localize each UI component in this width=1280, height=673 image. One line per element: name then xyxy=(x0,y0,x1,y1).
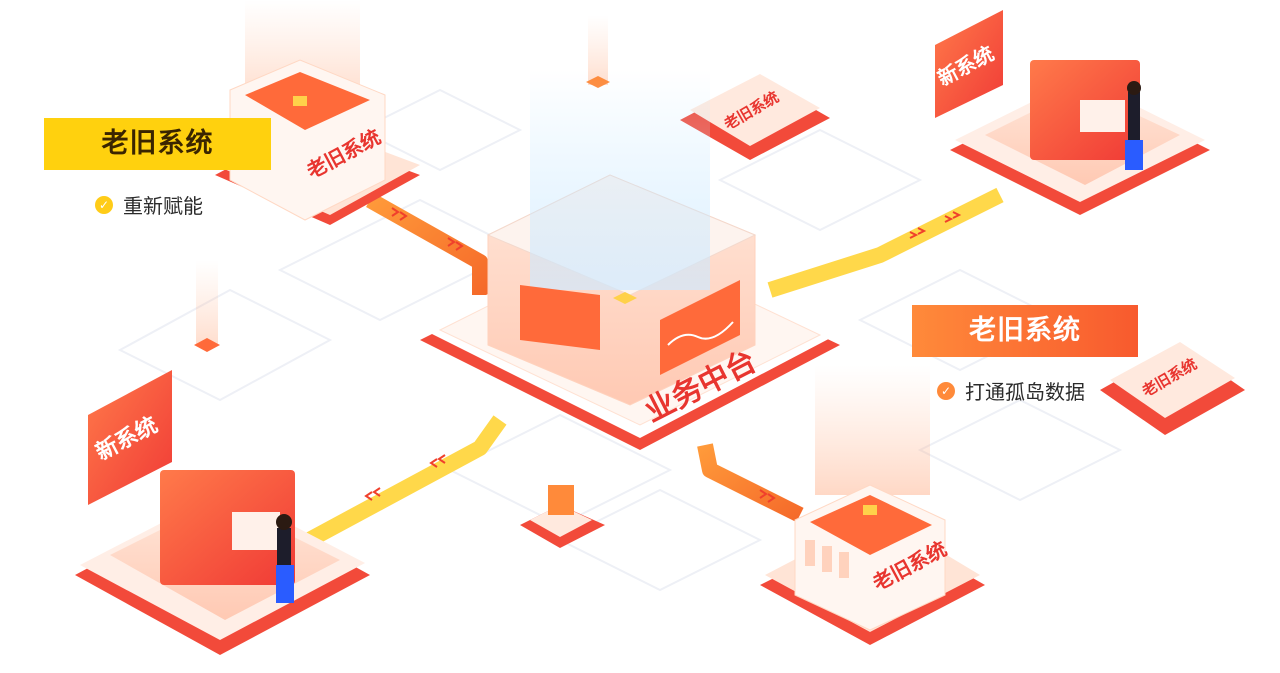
new-platform-bottom-left: 新系统 xyxy=(75,370,370,655)
legacy-system-card-title: 老旧系统 xyxy=(44,118,271,170)
legacy-system-card-bullet: ✓ 重新赋能 xyxy=(95,190,203,219)
beacon-bottom-middle xyxy=(520,485,605,548)
road-top-right xyxy=(767,187,1004,298)
road-top-left xyxy=(366,193,488,295)
connection-roads xyxy=(296,187,1004,553)
road-bottom-left xyxy=(296,415,507,553)
beacon-left xyxy=(194,260,220,352)
bullet-text-connect-data-islands: 打通孤岛数据 xyxy=(965,380,1085,404)
center-platform: 业务中台 xyxy=(420,70,840,450)
new-platform-top-right: 新系统 xyxy=(934,10,1210,215)
check-icon: ✓ xyxy=(95,195,113,214)
check-icon: ✓ xyxy=(937,381,955,400)
legacy-platform-top-left: 老旧系统 xyxy=(215,0,420,225)
legacy-system-card-title-right: 老旧系统 xyxy=(912,305,1138,357)
road-bottom-right xyxy=(697,443,804,523)
legacy-system-card-bullet-right: ✓ 打通孤岛数据 xyxy=(937,376,1085,405)
legacy-platform-bottom-right: 老旧系统 xyxy=(760,365,985,645)
legacy-tile-top: 老旧系统 xyxy=(680,74,830,160)
bullet-text-reempower: 重新赋能 xyxy=(123,194,203,218)
legacy-tile-right: 老旧系统 xyxy=(1100,342,1245,435)
